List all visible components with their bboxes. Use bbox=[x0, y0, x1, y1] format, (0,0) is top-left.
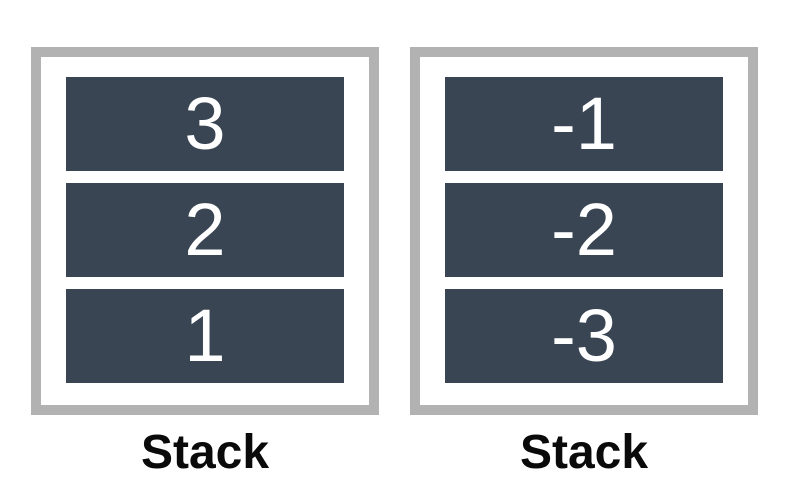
stack-figure: 3 2 1 Stack bbox=[31, 47, 379, 480]
stack-item-value: 1 bbox=[184, 294, 226, 377]
stack-label: Stack bbox=[519, 426, 649, 479]
stack-label: Stack bbox=[140, 426, 270, 479]
stack-figure: -1 -2 -3 Stack bbox=[410, 47, 758, 480]
stack-item-value: -2 bbox=[551, 188, 617, 271]
stack-item: -2 bbox=[445, 183, 723, 277]
stack-item: -1 bbox=[445, 77, 723, 171]
stack-container: 3 2 1 bbox=[31, 47, 379, 415]
stack-item-value: 2 bbox=[184, 188, 226, 271]
stack-item: 2 bbox=[66, 183, 344, 277]
stack-item-value: 3 bbox=[184, 82, 226, 165]
stack-item: -3 bbox=[445, 289, 723, 383]
stack-item-value: -1 bbox=[551, 82, 617, 165]
stack-item-value: -3 bbox=[551, 294, 617, 377]
stack-container: -1 -2 -3 bbox=[410, 47, 758, 415]
stack-item: 3 bbox=[66, 77, 344, 171]
stack-diagrams: 3 2 1 Stack -1 -2 -3 Stack bbox=[31, 47, 758, 480]
stack-item: 1 bbox=[66, 289, 344, 383]
